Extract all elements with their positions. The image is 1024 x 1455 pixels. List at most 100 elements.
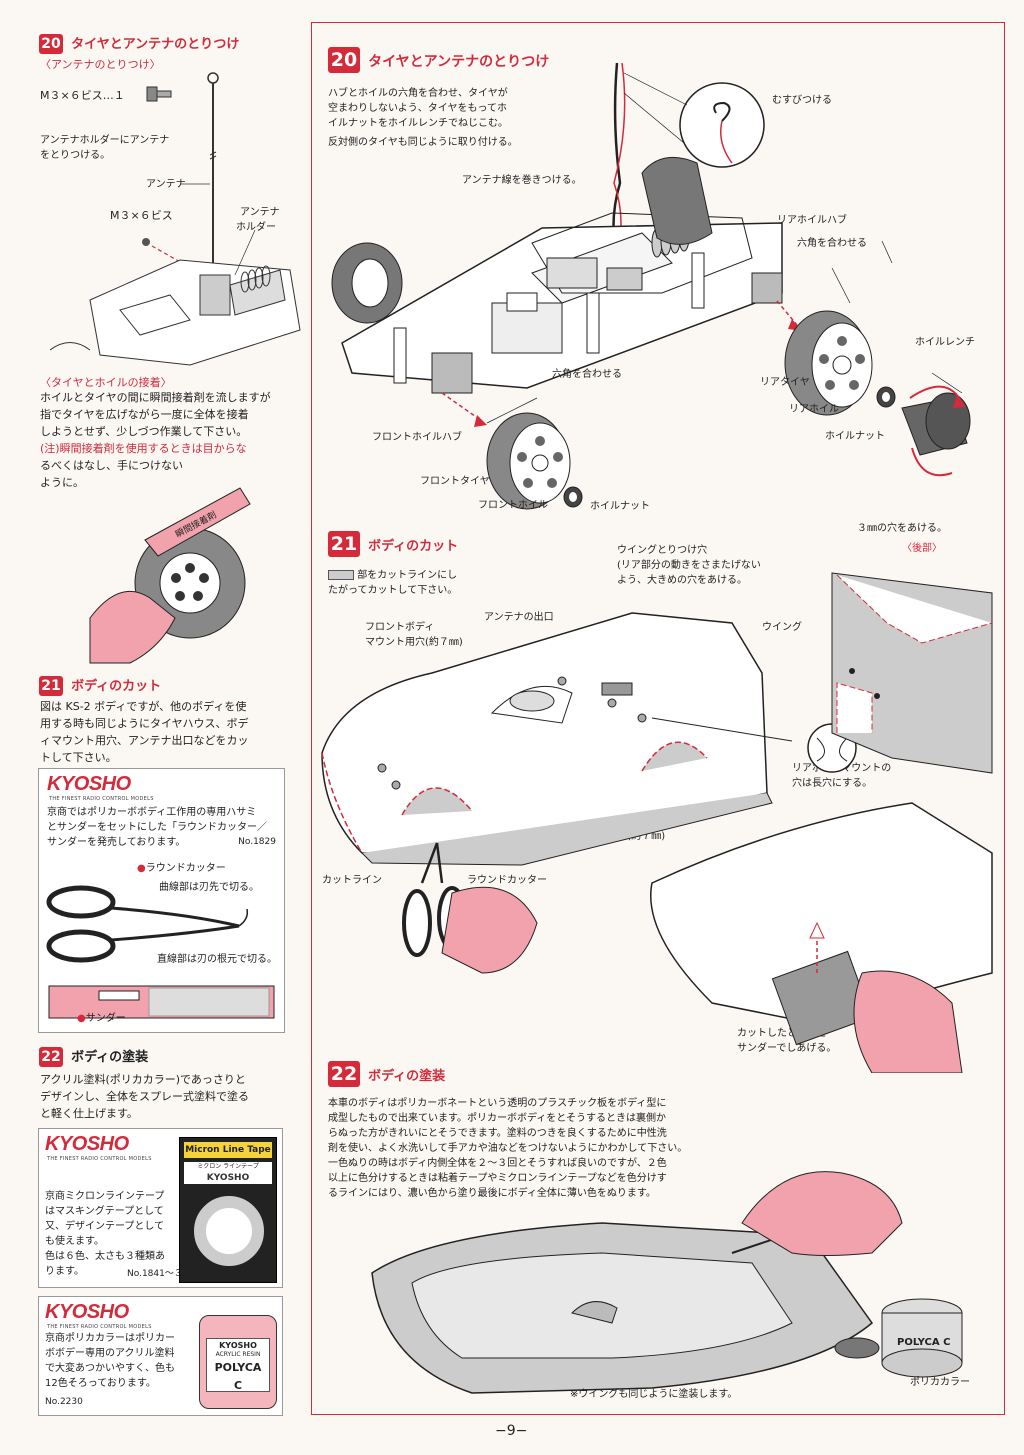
left-sec20-title: タイヤとアンテナのとりつけ: [71, 37, 240, 52]
glue-instructions: ホイルとタイヤの間に瞬間接着剤を流しますが 指でタイヤを広げながら一度に全体を接…: [40, 389, 300, 491]
left-sec21-line-2: 用する時も同じようにタイヤハウス、ボデ: [40, 717, 249, 730]
left-sec21-line-1: 図は KS-2 ボディですが、他のボディを使: [40, 700, 247, 713]
hand-cutter-icon: [441, 886, 538, 974]
body-paint-illustration: POLYCA C: [371, 1171, 963, 1394]
label-rear-hub: リアホイルハブ: [777, 215, 847, 226]
legend-line-1: 部をカットラインにし: [357, 570, 458, 581]
tape-roll-icon: [194, 1196, 264, 1266]
label-wing: ウイング: [762, 622, 802, 633]
rear-tire-icon: [784, 310, 873, 416]
right-sec22-line-5: 一色ぬりの時はボディ内側全体を２〜３回とそうすれば良いのですが、２色: [328, 1158, 667, 1169]
glue-line-5: るべくはなし、手につけない: [40, 459, 183, 472]
label-sand: カットしたところを サンダーでしあげる。: [737, 1026, 836, 1056]
polyca-jar-label: POLYCA C: [897, 1337, 950, 1348]
rear-mount-slot-line-2: 穴は長穴にする。: [792, 778, 873, 789]
glue-tire-illustration: 瞬間接着剤: [89, 487, 251, 664]
label-polyca-color: ポリカカラー: [910, 1377, 970, 1388]
right-sec20-line-3: イルナットをホイルレンチでねじこむ。: [328, 118, 508, 129]
front-mount-line-2: マウント用穴(約７㎜): [365, 637, 463, 648]
ad3-text: 京商ポリカカラーはポリカー ボボデー専用のアクリル塗料 で大変あつかいやすく、色…: [45, 1331, 195, 1391]
left-sec21-title: ボディのカット: [71, 679, 162, 694]
right-sec20-title: タイヤとアンテナのとりつけ: [368, 54, 550, 70]
right-sec22-line-1: 本車のボディはポリカーボネートという透明のプラスチック板をボディ型に: [328, 1098, 667, 1109]
glue-line-1: ホイルとタイヤの間に瞬間接着剤を流しますが: [40, 391, 271, 404]
right-sec22-line-6: 以上に色分けするときは粘着テープやミクロンラインテープなどを色分けす: [328, 1173, 667, 1184]
ad1-cutter-label: ●ラウンドカッター: [137, 863, 226, 874]
label-hex-front: 六角を合わせる: [552, 369, 622, 380]
left-sec22-header: 22 ボディの塗装: [39, 1046, 148, 1067]
ad2-line-4: も使えます。: [45, 1236, 104, 1247]
body-cut-illustration: [321, 572, 993, 1073]
jar-sub: ACRYLIC RESIN: [215, 1351, 261, 1358]
page-number: −9−: [495, 1423, 528, 1439]
ad2-part-no: No.1841〜３: [127, 1269, 183, 1279]
ad1-part-no: No.1829: [238, 837, 276, 847]
chassis-wheel-illustration: [331, 62, 971, 510]
right-sec22-body: 本車のボディはポリカーボネートという透明のプラスチック板をボディ型に 成型したも…: [328, 1096, 808, 1201]
ad1-curve-label: 曲線部は刃先で切る。: [159, 882, 259, 893]
ad1-cutter-label-text: ラウンドカッター: [145, 863, 226, 874]
label-front-tire: フロントタイヤ: [420, 476, 490, 487]
label-wheel-wrench: ホイルレンチ: [915, 337, 975, 348]
left-sec20-sub-antenna: 〈アンテナのとりつけ〉: [40, 58, 161, 71]
label-3mm-hole: ３㎜の穴をあける。: [857, 523, 947, 534]
ad1-line-2: とサンダーをセットにした「ラウンドカッター／: [47, 822, 267, 833]
wing-hole-line-2: (リア部分の動きをさまたげない: [617, 560, 761, 571]
ad3-line-4: 12色そろっております。: [45, 1378, 156, 1389]
ad2-brand: KYOSHO: [45, 1133, 129, 1155]
right-sec22-title: ボディの塗装: [368, 1069, 446, 1084]
right-sec20-line-1: ハブとホイルの六角を合わせ、タイヤが: [328, 88, 508, 99]
right-sec22-line-4: 剤を使い、よく水洗いして手アカや油などをつけないようにかわかして下さい。: [328, 1143, 688, 1154]
ad3-line-3: で大変あつかいやすく、色も: [45, 1363, 175, 1374]
hand-icon: [89, 590, 176, 664]
left-sec22-line-1: アクリル塗料(ポリカカラー)であっさりと: [40, 1073, 246, 1086]
sand-line-2: サンダーでしあげる。: [737, 1043, 837, 1054]
label-cut-line: カットライン: [322, 875, 382, 886]
ad1-line-3: サンダーを発売しております。: [47, 837, 186, 848]
glue-line-3: しようとせず、少しづつ作業して下さい。: [40, 425, 248, 438]
front-mount-line-1: フロントボディ: [365, 622, 435, 633]
right-sec22-line-7: るラインにはり、濃い色から塗り最後にボディ全体に薄い色をぬります。: [328, 1188, 656, 1199]
legend-line-2: たがってカットして下さい。: [328, 585, 458, 596]
right-sec20-line-4: 反対側のタイヤも同じように取り付ける。: [328, 137, 518, 148]
front-wheel-nut-icon: [563, 486, 583, 508]
ad2-tagline: THE FINEST RADIO CONTROL MODELS: [47, 1156, 152, 1162]
screw-icon: [146, 86, 172, 102]
tape-sub: ミクロン ラインテープ: [184, 1162, 272, 1172]
right-sec21-title: ボディのカット: [368, 539, 459, 554]
ad-micron-tape: KYOSHO THE FINEST RADIO CONTROL MODELS 京…: [38, 1128, 283, 1288]
hand-sander-icon: [853, 970, 963, 1073]
label-front-hub: フロントホイルハブ: [372, 432, 462, 443]
label-round-cutter: ラウンドカッター: [467, 875, 547, 886]
left-sec22-title: ボディの塗装: [71, 1050, 149, 1065]
ad2-line-3: 又、デザインテープとして: [45, 1221, 165, 1232]
right-sec22-header: 22 ボディの塗装: [328, 1061, 445, 1087]
ad3-tagline: THE FINEST RADIO CONTROL MODELS: [47, 1324, 152, 1330]
label-m3-screw: M３×６ビス: [110, 209, 173, 222]
hand-brush-icon: [741, 1171, 903, 1256]
label-wheel-nut-front: ホイルナット: [590, 501, 650, 512]
front-tire-icon: [486, 412, 571, 510]
paint-note: ※ウイングも同じように塗装します。: [570, 1389, 738, 1400]
label-tie: むすびつける: [772, 95, 832, 106]
label-front-mount: フロントボディ マウント用穴(約７㎜): [365, 620, 463, 650]
label-antenna-exit: アンテナの出口: [484, 612, 554, 623]
ad1-straight-label: 直線部は刃の根元で切る。: [157, 954, 277, 965]
ad1-sander-label-text: サンダー: [85, 1013, 126, 1024]
right-sec21-badge: 21: [328, 531, 360, 557]
right-sec20-badge: 20: [328, 47, 360, 73]
paint-jar-icon: KYOSHO ACRYLIC RESIN POLYCA C: [199, 1315, 277, 1409]
jar-label: POLYCA C: [214, 1361, 262, 1392]
ad1-text: 京商ではポリカーボボディ工作用の専用ハサミ とサンダーをセットにした「ラウンドカ…: [47, 805, 283, 850]
glue-line-2: 指でタイヤを広げながら一度に全体を接着: [40, 408, 249, 421]
left-sec22-badge: 22: [39, 1047, 63, 1067]
label-antenna: アンテナ: [146, 179, 186, 190]
ad3-part-no: No.2230: [45, 1397, 83, 1407]
left-sec20-sub-glue: 〈タイヤとホイルの接着〉: [40, 376, 172, 389]
ad2-line-5: 色は６色、太さも３種類あ: [45, 1251, 165, 1262]
scissors-icon: [46, 885, 275, 1019]
left-sec21-line-3: ィマウント用穴、アンテナ出口などをカッ: [40, 734, 249, 747]
label-holder-2: ホルダー: [236, 222, 276, 233]
right-sec20-header: 20 タイヤとアンテナのとりつけ: [328, 47, 549, 73]
right-sec22-badge: 22: [328, 1061, 360, 1087]
